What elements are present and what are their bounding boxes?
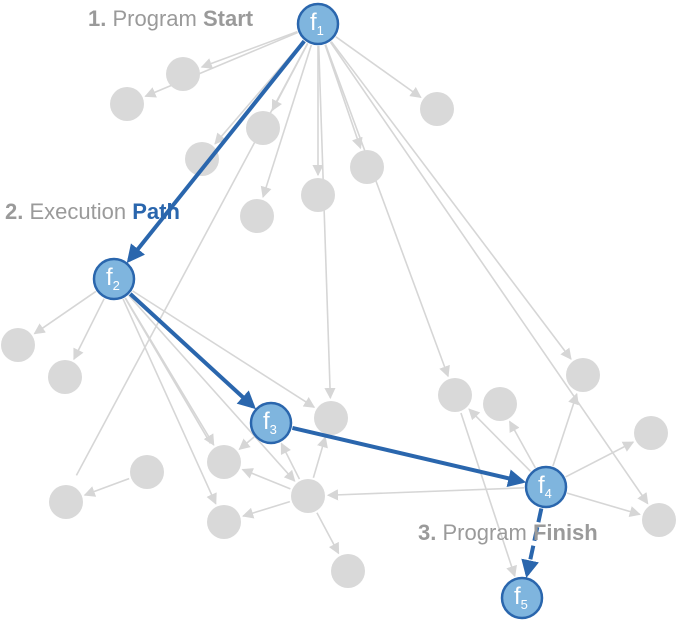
execution-path-edge-f4-f5 <box>521 508 544 579</box>
function-node-label: f1 <box>310 9 324 38</box>
function-node-label: f3 <box>263 408 277 437</box>
background-function-node <box>185 142 219 176</box>
function-node-label: f2 <box>106 264 120 293</box>
function-subscript: 2 <box>113 278 120 293</box>
execution-path-edge-f1-f2 <box>126 39 306 264</box>
call-edge <box>566 492 641 517</box>
call-edge <box>330 41 572 360</box>
function-letter: f <box>514 583 521 610</box>
label-start-text: Program <box>106 6 203 31</box>
call-edge <box>128 294 296 482</box>
function-subscript: 1 <box>317 23 324 38</box>
call-edge <box>200 30 298 69</box>
function-subscript: 5 <box>521 597 528 612</box>
background-function-nodes <box>1 57 676 588</box>
background-function-node <box>483 387 517 421</box>
background-function-node <box>438 378 472 412</box>
background-function-node <box>291 479 325 513</box>
function-node-label: f5 <box>514 583 528 612</box>
call-edge <box>552 392 579 467</box>
function-node-circle <box>296 2 340 46</box>
call-edge <box>238 436 255 450</box>
function-subscript: 4 <box>545 486 552 501</box>
call-edge <box>241 468 291 490</box>
background-function-node <box>1 328 35 362</box>
call-edge <box>73 298 105 361</box>
call-edge <box>280 442 301 480</box>
function-letter: f <box>310 9 317 36</box>
call-edge <box>317 45 336 400</box>
background-function-node <box>207 445 241 479</box>
function-node-label: f4 <box>538 472 552 501</box>
function-node-f1: f1 <box>296 2 340 46</box>
label-start-emph: Start <box>203 6 254 31</box>
label-finish-text: Program <box>436 520 533 545</box>
call-edge <box>144 31 299 98</box>
execution-path-edge-f2-f3 <box>128 292 256 410</box>
background-function-node <box>642 503 676 537</box>
background-function-node <box>110 87 144 121</box>
call-edge <box>460 412 517 578</box>
call-edge <box>132 290 316 408</box>
call-edge <box>124 297 212 444</box>
execution-path-edges <box>126 39 544 579</box>
background-function-node <box>566 358 600 392</box>
background-function-node <box>49 485 83 519</box>
background-function-node <box>420 92 454 126</box>
function-node-f2: f2 <box>92 257 136 301</box>
call-edge <box>324 44 450 378</box>
call-edge <box>242 500 291 519</box>
background-function-node <box>166 57 200 91</box>
background-function-node <box>350 150 384 184</box>
function-subscript: 3 <box>270 422 277 437</box>
call-edge <box>468 408 532 472</box>
call-edge <box>33 290 97 335</box>
function-node-f5: f5 <box>500 576 544 620</box>
background-function-node <box>314 401 348 435</box>
function-node-circle <box>92 257 136 301</box>
execution-path-edge-f3-f4 <box>291 426 527 488</box>
background-function-node <box>301 178 335 212</box>
background-function-node <box>634 416 668 450</box>
function-letter: f <box>538 472 545 499</box>
function-node-circle <box>500 576 544 620</box>
function-node-f4: f4 <box>524 465 568 509</box>
function-node-circle <box>524 465 568 509</box>
label-path-emph: Path <box>132 199 180 224</box>
background-function-node <box>240 199 274 233</box>
call-edge <box>83 477 130 497</box>
call-edge <box>260 44 313 199</box>
background-function-node <box>130 455 164 489</box>
function-letter: f <box>106 264 113 291</box>
call-edge <box>326 487 525 501</box>
background-function-node <box>48 360 82 394</box>
label-finish-emph: Finish <box>533 520 598 545</box>
call-edge <box>508 420 537 469</box>
label-start-number: 1. <box>88 6 106 31</box>
label-path-text: Execution <box>23 199 132 224</box>
call-edge <box>122 298 217 505</box>
background-function-node <box>207 505 241 539</box>
label-program-start: 1. Program Start <box>88 6 254 31</box>
label-finish-number: 3. <box>418 520 436 545</box>
function-letter: f <box>263 408 270 435</box>
call-edge <box>316 512 340 555</box>
background-function-node <box>246 111 280 145</box>
label-execution-path: 2. Execution Path <box>5 199 180 224</box>
function-node-f3: f3 <box>249 401 293 445</box>
call-edge <box>335 36 422 99</box>
call-edge <box>324 44 363 150</box>
call-edge <box>329 41 649 505</box>
call-edge <box>312 436 328 479</box>
label-program-finish: 3. Program Finish <box>418 520 598 545</box>
function-node-circle <box>249 401 293 445</box>
background-function-node <box>331 554 365 588</box>
call-edge <box>565 441 635 478</box>
label-path-number: 2. <box>5 199 23 224</box>
